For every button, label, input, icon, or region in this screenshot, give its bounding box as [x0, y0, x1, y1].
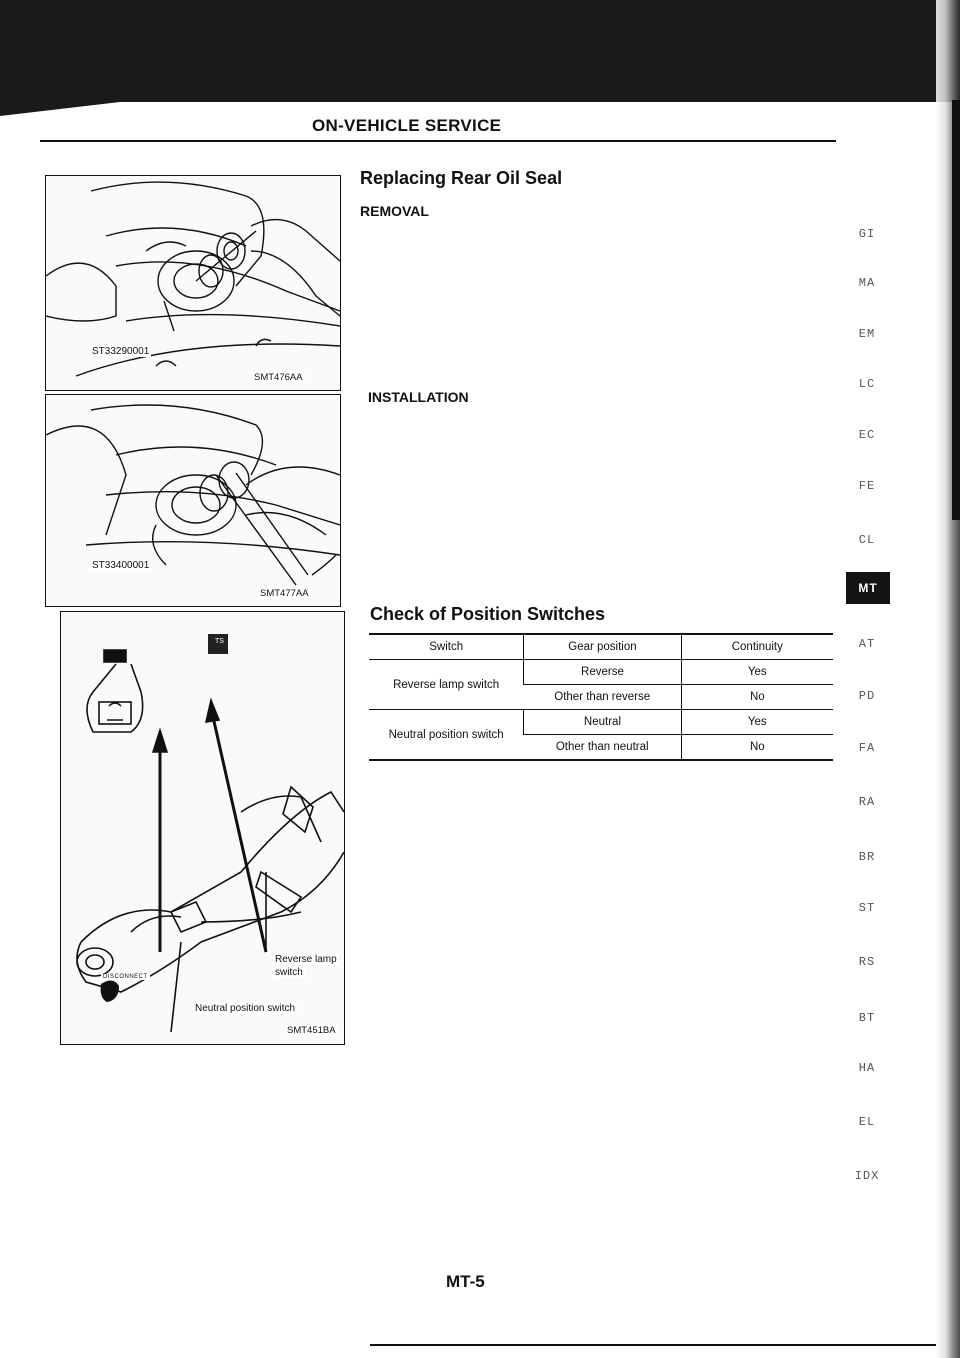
- table-header-continuity: Continuity: [680, 633, 833, 660]
- tab-pd[interactable]: PD: [858, 689, 876, 703]
- figure-position-switches: DISCONNECT TS Reverse lamp switch Neutra…: [60, 611, 345, 1045]
- tab-ec[interactable]: EC: [858, 428, 876, 442]
- right-binding-shadow: [952, 100, 960, 520]
- table-cell-gear: Reverse: [523, 659, 682, 685]
- tool-label-st33290001: ST33290001: [90, 346, 152, 357]
- disconnect-label: DISCONNECT: [101, 974, 150, 980]
- table-cell-gear: Other than reverse: [523, 684, 682, 710]
- neutral-switch-label: Neutral position switch: [193, 1003, 298, 1014]
- table-cell-switch: Neutral position switch: [369, 709, 524, 761]
- tab-fe[interactable]: FE: [858, 479, 876, 493]
- reverse-lamp-label-line1: Reverse lamp: [273, 954, 339, 965]
- tab-em[interactable]: EM: [858, 327, 876, 341]
- page-header-title: ON-VEHICLE SERVICE: [312, 116, 502, 135]
- section-title-check: Check of Position Switches: [370, 604, 606, 624]
- subheading-installation: INSTALLATION: [368, 389, 469, 405]
- top-scan-band-edge: [0, 102, 120, 116]
- header-rule: [40, 140, 836, 142]
- page-number: MT-5: [446, 1272, 485, 1291]
- tab-fa[interactable]: FA: [858, 741, 876, 755]
- figure-code: SMT477AA: [258, 588, 311, 599]
- tab-cl[interactable]: CL: [858, 533, 876, 547]
- tab-ha[interactable]: HA: [858, 1061, 876, 1075]
- tab-ma[interactable]: MA: [858, 276, 876, 290]
- tab-br[interactable]: BR: [858, 850, 876, 864]
- table-header-switch: Switch: [369, 633, 524, 660]
- tab-at[interactable]: AT: [858, 637, 876, 651]
- tab-rs[interactable]: RS: [858, 955, 876, 969]
- tab-gi[interactable]: GI: [858, 227, 876, 241]
- table-cell-continuity: No: [680, 734, 833, 761]
- figure-code: SMT476AA: [252, 372, 305, 383]
- table-cell-continuity: Yes: [680, 659, 833, 685]
- table-cell-continuity: Yes: [680, 709, 833, 735]
- tab-bt[interactable]: BT: [858, 1011, 876, 1025]
- table-header-gear: Gear position: [523, 633, 682, 660]
- installation-illustration: [46, 404, 340, 586]
- table-cell-continuity: No: [680, 684, 833, 710]
- tab-mt-active[interactable]: MT: [846, 572, 890, 604]
- section-title-replacing: Replacing Rear Oil Seal: [360, 168, 563, 188]
- transmission-illustration: [76, 634, 344, 1033]
- reverse-lamp-label-line2: switch: [273, 967, 305, 978]
- tab-el[interactable]: EL: [858, 1115, 876, 1129]
- table-cell-gear: Neutral: [523, 709, 682, 735]
- figure-removal: ST33290001 SMT476AA: [45, 175, 341, 391]
- tab-lc[interactable]: LC: [858, 377, 876, 391]
- tool-label-st33400001: ST33400001: [90, 560, 152, 571]
- removal-illustration: [46, 181, 340, 377]
- subheading-removal: REMOVAL: [360, 203, 429, 219]
- tab-st[interactable]: ST: [858, 901, 876, 915]
- top-scan-band: [0, 0, 960, 102]
- tab-idx[interactable]: IDX: [854, 1169, 880, 1183]
- figure-installation: ST33400001 SMT477AA: [45, 394, 341, 607]
- table-cell-switch: Reverse lamp switch: [369, 659, 524, 710]
- tab-ra[interactable]: RA: [858, 795, 876, 809]
- footer-rule: [370, 1344, 936, 1346]
- table-cell-gear: Other than neutral: [523, 734, 682, 761]
- position-switch-table: Switch Gear position Continuity Reverse …: [369, 633, 833, 761]
- ts-label: TS: [215, 638, 224, 645]
- figure-code: SMT451BA: [285, 1025, 338, 1036]
